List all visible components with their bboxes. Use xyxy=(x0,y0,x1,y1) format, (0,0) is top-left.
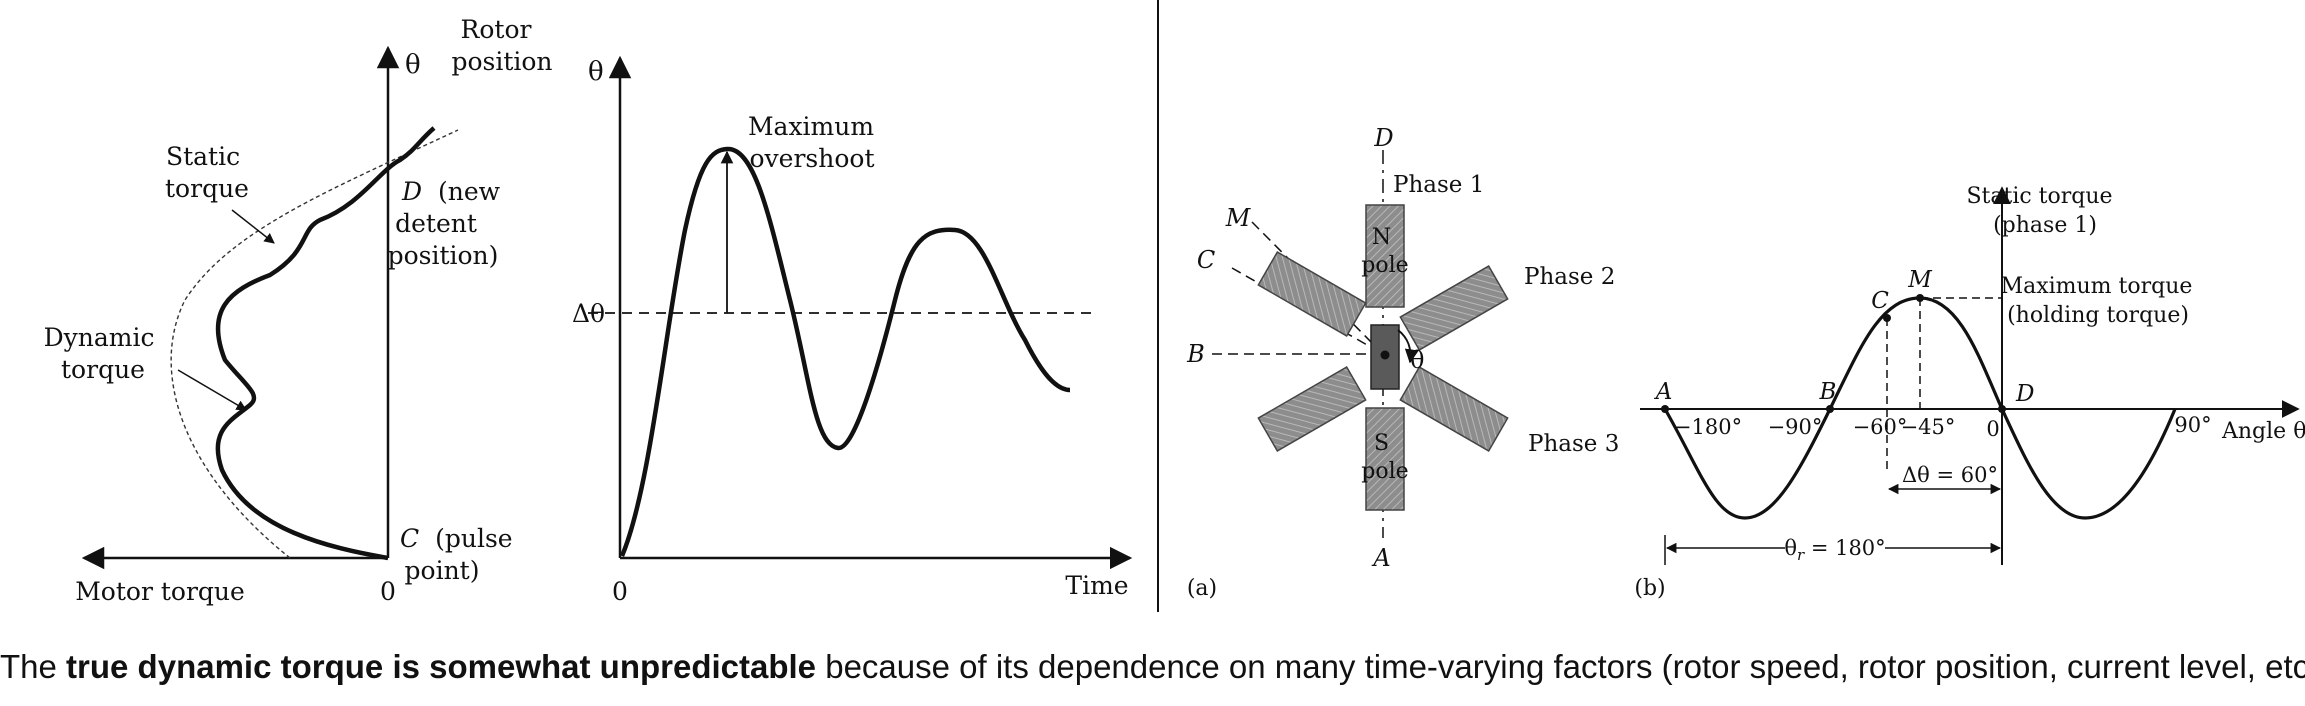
theta-axis-label: θ xyxy=(405,50,421,80)
rotor-center xyxy=(1380,350,1390,360)
stepper-schematic-panel: D Phase 1 M C B A Phase 2 Phase 3 N pole… xyxy=(1186,124,1619,601)
label-phase3: Phase 3 xyxy=(1528,431,1619,457)
delta-theta-label: Δθ xyxy=(572,299,605,328)
label-C: C xyxy=(1197,246,1215,274)
tick-minus-60: −60° xyxy=(1853,415,1908,439)
static-torque-pointer xyxy=(231,209,275,244)
caption-prefix: The xyxy=(0,648,67,685)
label-s-pole: S pole xyxy=(1361,431,1408,484)
pole-phase1-south xyxy=(1365,407,1405,511)
static-torque-axis-label: Static torque (phase 1) xyxy=(1966,184,2119,238)
response-curve xyxy=(619,146,1071,557)
time-axis-label: Time xyxy=(1065,571,1128,600)
tick-90: 90° xyxy=(2174,413,2211,437)
tick-zero: 0 xyxy=(1986,417,1999,441)
label-phase1: Phase 1 xyxy=(1393,172,1484,198)
theta-axis-label: θ xyxy=(588,57,604,87)
tick-minus-90: −90° xyxy=(1768,415,1823,439)
point-D-label: D xyxy=(2015,381,2034,407)
delta-theta-value: Δθ = 60° xyxy=(1902,463,1998,487)
point-C-label: C xyxy=(1871,288,1889,314)
point-D-label: D (new detent position) xyxy=(388,177,508,270)
point-C-label: C (pulse point) xyxy=(400,524,521,585)
tick-minus-45: −45° xyxy=(1901,415,1956,439)
point-M-label: M xyxy=(1907,267,1933,293)
caption: The true dynamic torque is somewhat unpr… xyxy=(0,648,2305,686)
pole-upper-left xyxy=(1257,251,1367,337)
label-n-pole: N pole xyxy=(1361,225,1408,278)
static-torque-panel: Static torque (phase 1) Maximum torque (… xyxy=(1634,184,2305,601)
origin-label: 0 xyxy=(380,577,396,606)
dynamic-torque-label: Dynamic torque xyxy=(44,323,163,384)
dynamic-torque-curve xyxy=(215,126,436,561)
rotation-arrow xyxy=(1397,329,1419,364)
static-torque-label: Static torque xyxy=(165,142,249,203)
label-B: B xyxy=(1186,340,1205,368)
pole-phase1-north xyxy=(1365,204,1405,308)
caption-emphasis: true dynamic torque is somewhat unpredic… xyxy=(66,648,817,685)
panel-a-label: (a) xyxy=(1187,576,1217,601)
pole-lower-left xyxy=(1257,366,1367,452)
angle-axis-label: Angle θ xyxy=(2221,419,2305,444)
dynamic-torque-pointer xyxy=(177,369,247,411)
point-B-label: B xyxy=(1819,379,1837,405)
static-torque-curve xyxy=(170,129,459,559)
caption-suffix: because of its dependence on many time-v… xyxy=(816,648,2305,685)
point-A-marker xyxy=(1661,405,1669,413)
label-D: D xyxy=(1373,124,1393,152)
pole-phase2 xyxy=(1399,265,1509,351)
label-A: A xyxy=(1371,544,1390,572)
panel-b-label: (b) xyxy=(1634,576,1665,601)
theta-r-value: θr = 180° xyxy=(1784,536,1885,564)
label-phase2: Phase 2 xyxy=(1524,264,1615,290)
motor-torque-label: Motor torque xyxy=(75,577,245,606)
step-response-panel: θ Δθ Maximum overshoot 0 Time xyxy=(572,55,1133,606)
tick-minus-180: −180° xyxy=(1674,415,1742,439)
rotor-position-label: Rotor position xyxy=(451,15,552,76)
rotor-torque-panel: θ Rotor position Static torque Dynamic t… xyxy=(44,15,553,606)
origin-label: 0 xyxy=(612,577,628,606)
max-torque-label: Maximum torque (holding torque) xyxy=(2001,274,2200,328)
point-B-marker xyxy=(1826,405,1834,413)
label-theta: θ xyxy=(1410,346,1424,374)
point-D-marker xyxy=(1998,405,2006,413)
label-M: M xyxy=(1225,204,1252,232)
point-A-label: A xyxy=(1654,379,1673,405)
max-overshoot-label: Maximum overshoot xyxy=(748,112,882,173)
pole-phase3 xyxy=(1399,366,1509,452)
